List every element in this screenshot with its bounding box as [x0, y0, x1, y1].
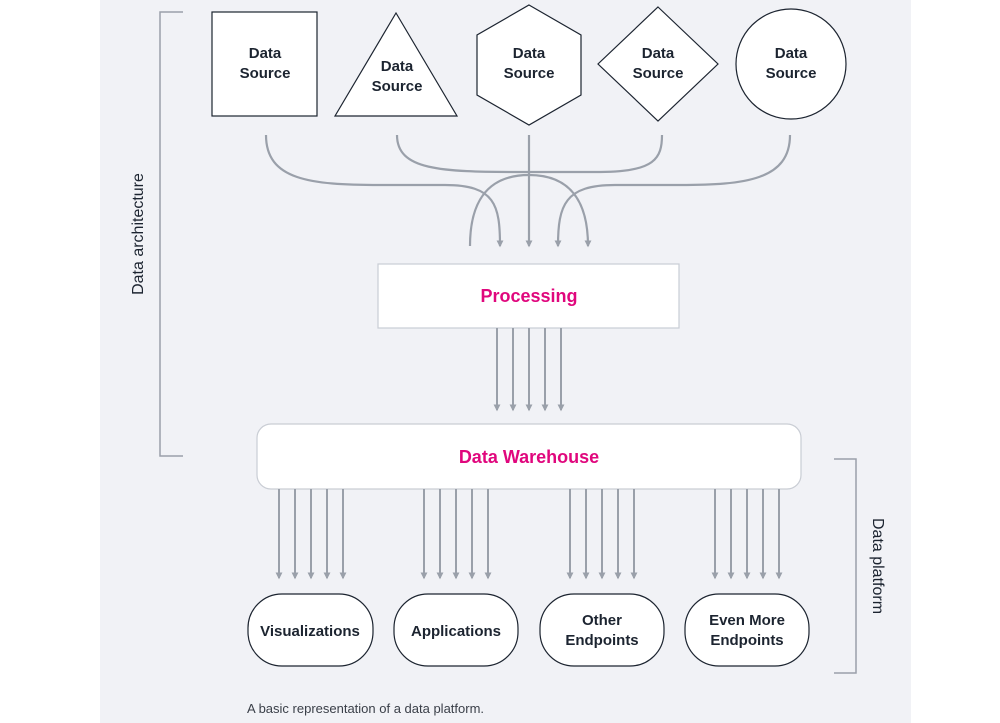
processing-to-warehouse-arrows — [493, 328, 565, 412]
flow-arrow — [468, 173, 592, 248]
platform-bracket — [834, 458, 857, 674]
processing-box — [377, 263, 680, 329]
flow-arrow — [395, 134, 664, 174]
endpoint-label: Visualizations — [260, 623, 360, 640]
source-flow-lines — [264, 134, 792, 248]
data-warehouse-label: Data Warehouse — [459, 447, 599, 467]
endpoint-other-box — [539, 593, 665, 667]
architecture-bracket — [159, 11, 183, 457]
source-triangle-shape — [333, 11, 459, 117]
endpoint-visualizations-box — [247, 593, 374, 667]
source-circle-shape — [735, 8, 847, 120]
flow-arrow — [264, 134, 504, 248]
flow-arrow — [554, 134, 792, 248]
diagram-caption: A basic representation of a data platfor… — [247, 701, 484, 716]
source-hexagon-shape — [476, 4, 582, 126]
data-warehouse-box — [256, 423, 802, 490]
platform-bracket-label: Data platform — [869, 518, 886, 614]
source-diamond-shape — [597, 6, 719, 122]
warehouse-to-endpoints-arrows — [275, 489, 783, 580]
architecture-bracket-label: Data architecture — [130, 173, 147, 295]
processing-label: Processing — [480, 286, 577, 306]
endpoint-applications-box — [393, 593, 519, 667]
source-square-shape — [211, 11, 318, 117]
endpoint-even-more-box — [684, 593, 810, 667]
endpoint-label: Applications — [411, 623, 501, 640]
